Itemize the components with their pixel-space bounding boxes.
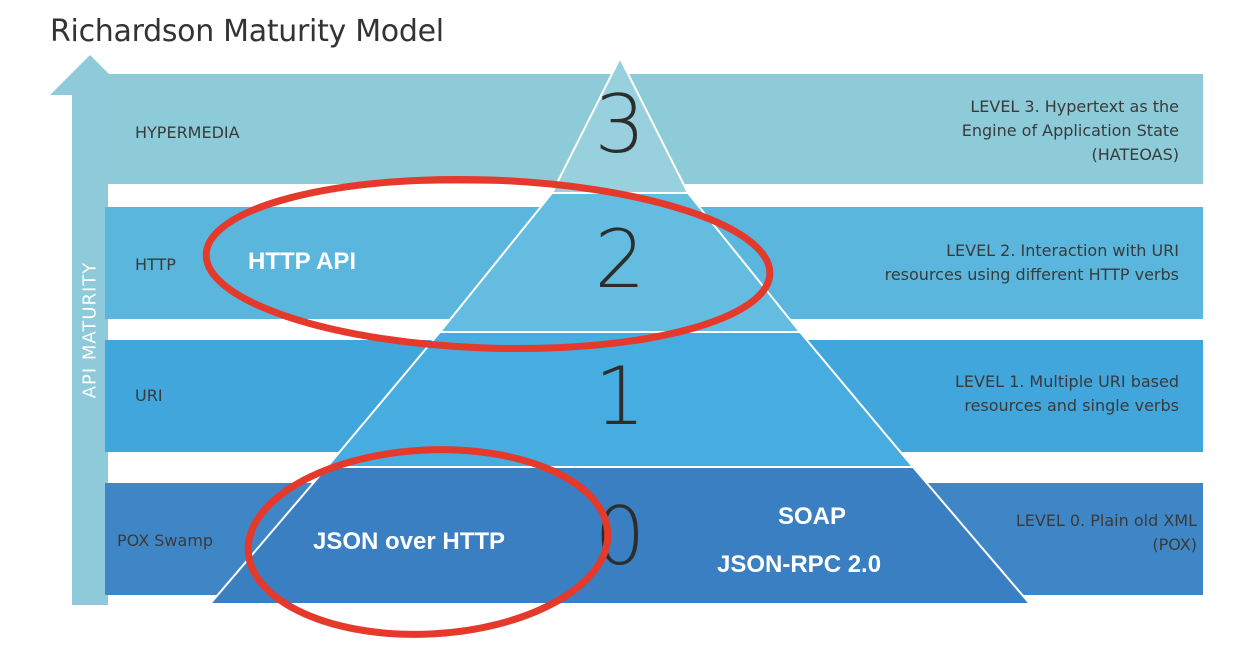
level-number-3: 3 <box>594 78 646 171</box>
callout-json-over-http: JSON over HTTP <box>313 528 506 555</box>
level-2-desc-line: LEVEL 2. Interaction with URI <box>946 241 1179 260</box>
callout-soap: SOAP <box>778 503 847 530</box>
level-1-desc-line: resources and single verbs <box>964 396 1179 415</box>
level-number-2: 2 <box>594 213 646 306</box>
level-0-description: LEVEL 0. Plain old XML (POX) <box>1016 509 1197 557</box>
level-0-desc-line: LEVEL 0. Plain old XML <box>1015 511 1197 530</box>
band-label-pox-swamp: POX Swamp <box>117 531 214 550</box>
level-3-description: LEVEL 3. Hypertext as the Engine of Appl… <box>962 95 1179 167</box>
level-0-desc-line: (POX) <box>1152 535 1197 554</box>
level-1-desc-line: LEVEL 1. Multiple URI based <box>955 372 1179 391</box>
level-number-1: 1 <box>594 350 646 443</box>
level-3-desc-line: LEVEL 3. Hypertext as the <box>970 97 1179 116</box>
level-3-desc-line: Engine of Application State <box>961 121 1179 140</box>
level-2-desc-line: resources using different HTTP verbs <box>884 265 1179 284</box>
callout-json-rpc: JSON-RPC 2.0 <box>717 551 882 578</box>
callout-http-api: HTTP API <box>248 248 357 275</box>
level-1-description: LEVEL 1. Multiple URI based resources an… <box>955 370 1179 418</box>
band-label-hypermedia: HYPERMEDIA <box>135 123 240 142</box>
level-number-0: 0 <box>594 490 646 583</box>
band-label-http: HTTP <box>135 255 176 274</box>
band-label-uri: URI <box>135 386 163 405</box>
level-2-description: LEVEL 2. Interaction with URI resources … <box>885 239 1179 287</box>
level-3-desc-line: (HATEOAS) <box>1091 145 1179 164</box>
diagram-title: Richardson Maturity Model <box>50 14 444 49</box>
